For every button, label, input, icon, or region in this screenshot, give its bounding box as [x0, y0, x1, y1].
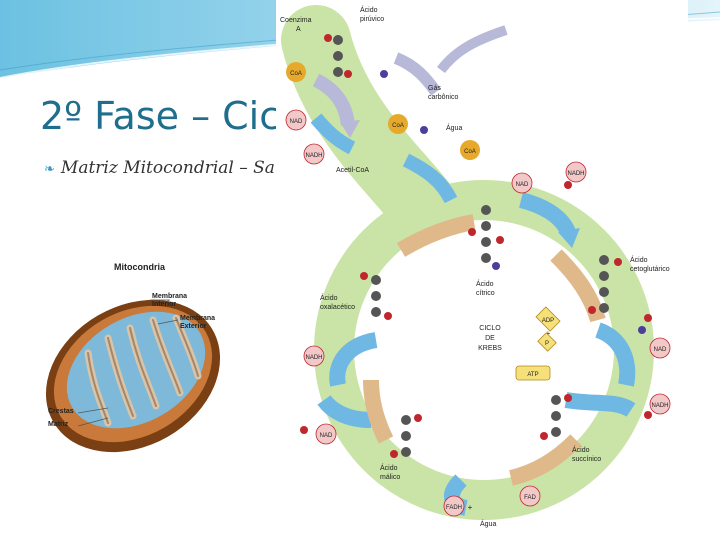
svg-text:ADP: ADP: [542, 318, 554, 324]
svg-text:NAD: NAD: [290, 119, 303, 125]
mito-title: Mitocondria: [114, 262, 166, 272]
badge-nad-4: NAD: [316, 424, 336, 444]
svg-text:CoA: CoA: [392, 123, 404, 129]
badge-nadh-4: NADH: [304, 346, 324, 366]
svg-text:FAD: FAD: [524, 495, 536, 501]
slide-title: 2º Fase – Cic: [40, 94, 280, 138]
svg-text:NAD: NAD: [516, 182, 529, 188]
svg-text:NAD: NAD: [320, 433, 333, 439]
label-matrix: Matriz: [48, 421, 69, 428]
badge-coa-2: CoA: [388, 114, 408, 134]
plus-sign-2: +: [468, 503, 473, 512]
badge-fad: FAD: [520, 486, 540, 506]
svg-text:CoA: CoA: [464, 149, 476, 155]
badge-nadh-2: NADH: [566, 162, 586, 182]
svg-text:NADH: NADH: [567, 171, 584, 177]
badge-nadh-3: NADH: [650, 394, 670, 414]
label-water-2: Água: [480, 519, 496, 528]
svg-text:FADH: FADH: [446, 505, 462, 511]
badge-nad-2: NAD: [512, 173, 532, 193]
badge-coa-3: CoA: [460, 140, 480, 160]
svg-text:NADH: NADH: [305, 355, 322, 361]
badge-coa-1: CoA: [286, 62, 306, 82]
label-acetyl-coa: Acetil-CoA: [336, 167, 369, 174]
svg-text:P: P: [545, 341, 549, 347]
bullet-icon: ❧: [44, 162, 55, 177]
svg-text:NADH: NADH: [651, 403, 668, 409]
badge-fadh: FADH: [444, 496, 464, 516]
badge-nadh-1: NADH: [304, 144, 324, 164]
badge-nad-1: NAD: [286, 110, 306, 130]
svg-text:ATP: ATP: [527, 372, 538, 378]
label-water-1: Água: [446, 123, 462, 132]
bullet-item: ❧ Matriz Mitocondrial – Sa: [44, 158, 275, 178]
svg-text:NADH: NADH: [305, 153, 322, 159]
bullet-text: Matriz Mitocondrial – Sa: [61, 158, 275, 178]
label-cristae: Crestas: [48, 408, 74, 415]
badge-atp: ATP: [516, 366, 550, 380]
svg-text:CoA: CoA: [290, 71, 302, 77]
krebs-cycle-diagram: CoA CoA CoA NAD NADH NAD NADH NAD NADH N…: [276, 0, 688, 540]
svg-text:NAD: NAD: [654, 347, 667, 353]
badge-nad-3: NAD: [650, 338, 670, 358]
